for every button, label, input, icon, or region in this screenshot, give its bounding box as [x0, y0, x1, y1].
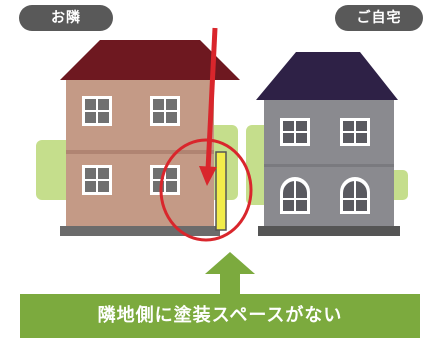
green-up-arrow-icon: [205, 252, 255, 296]
own-window: [280, 118, 310, 146]
own-window: [340, 118, 370, 146]
neighbor-window: [82, 165, 112, 195]
caption-banner: 隣地側に塗装スペースがない: [20, 294, 420, 338]
neighbor-label: お隣: [19, 5, 113, 31]
red-circle-highlight: [159, 138, 253, 242]
neighbor-window: [82, 96, 112, 126]
neighbor-window: [150, 96, 180, 126]
own-arched-window: [280, 177, 310, 214]
own-house-illustration: [256, 52, 400, 236]
red-down-arrow-icon: [199, 27, 218, 186]
own-home-label: ご自宅: [335, 5, 423, 31]
own-arched-window: [340, 177, 370, 214]
scaffold-panel: [215, 151, 227, 231]
